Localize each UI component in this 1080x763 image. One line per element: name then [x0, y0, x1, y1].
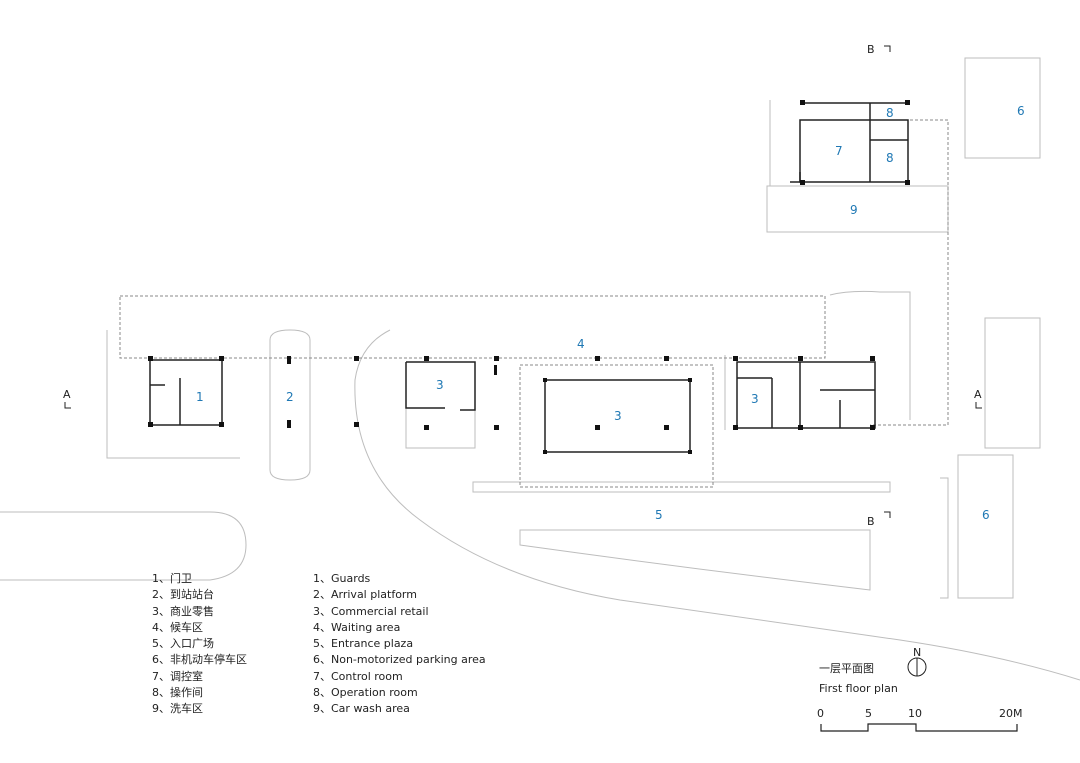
section-b-bottom: B: [867, 515, 875, 528]
legend-cn-item: 8、操作间: [152, 686, 203, 700]
legend-en-item: 6、Non-motorized parking area: [313, 653, 486, 667]
legend-cn-item: 2、到站站台: [152, 588, 214, 602]
legend-en-item: 8、Operation room: [313, 686, 418, 700]
plan-title-english: First floor plan: [819, 682, 898, 695]
legend-en-item: 2、Arrival platform: [313, 588, 417, 602]
zone-label-3-right: 3: [751, 392, 759, 406]
legend-en-item: 5、Entrance plaza: [313, 637, 414, 651]
legend-en-item: 7、Control room: [313, 669, 403, 683]
zone-label-1: 1: [196, 390, 204, 404]
legend-cn-item: 7、调控室: [152, 669, 203, 683]
legend-cn-item: 4、候车区: [152, 620, 203, 634]
legend-cn-item: 1、门卫: [152, 572, 192, 585]
zone-label-4: 4: [577, 337, 585, 351]
legend-cn-item: 5、入口广场: [152, 637, 214, 651]
plan-title-chinese: 一层平面图: [819, 662, 874, 675]
zone-label-6-top: 6: [1017, 104, 1025, 118]
scale-tick-20m: 20M: [999, 707, 1023, 720]
legend-en-item: 9、Car wash area: [313, 702, 410, 716]
section-b-top: B: [867, 43, 875, 56]
legend-en-item: 1、Guards: [313, 572, 371, 585]
scale-bar: [820, 723, 1018, 732]
scale-tick-10: 10: [908, 707, 922, 720]
zone-label-6-bottom: 6: [982, 508, 990, 522]
zone-label-3-left: 3: [436, 378, 444, 392]
zone-label-2: 2: [286, 390, 294, 404]
legend-cn-item: 6、非机动车停车区: [152, 653, 247, 667]
legend-cn-item: 3、商业零售: [152, 604, 214, 618]
site-lines: [0, 57, 1080, 681]
legend-chinese: 1、门卫 2、到站站台 3、商业零售 4、候车区 5、入口广场 6、非机动车停车…: [152, 571, 247, 718]
zone-label-7: 7: [835, 144, 843, 158]
zone-label-9: 9: [850, 203, 858, 217]
north-label: N: [913, 646, 921, 659]
north-arrow-icon: [907, 657, 927, 677]
buildings: [149, 102, 909, 453]
zone-label-3-center: 3: [614, 409, 622, 423]
columns: [148, 100, 910, 454]
zone-label-8-bottom: 8: [886, 151, 894, 165]
legend-en-item: 4、Waiting area: [313, 620, 401, 634]
zone-label-5: 5: [655, 508, 663, 522]
scale-tick-5: 5: [865, 707, 872, 720]
section-markers: [64, 45, 982, 518]
scale-tick-0: 0: [817, 707, 824, 720]
legend-english: 1、Guards 2、Arrival platform 3、Commercial…: [313, 571, 486, 718]
zone-label-8-top: 8: [886, 106, 894, 120]
legend-cn-item: 9、洗车区: [152, 702, 203, 716]
dashed-canopies: [119, 119, 949, 488]
section-a-right: A: [974, 388, 982, 401]
section-a-left: A: [63, 388, 71, 401]
legend-en-item: 3、Commercial retail: [313, 604, 429, 618]
